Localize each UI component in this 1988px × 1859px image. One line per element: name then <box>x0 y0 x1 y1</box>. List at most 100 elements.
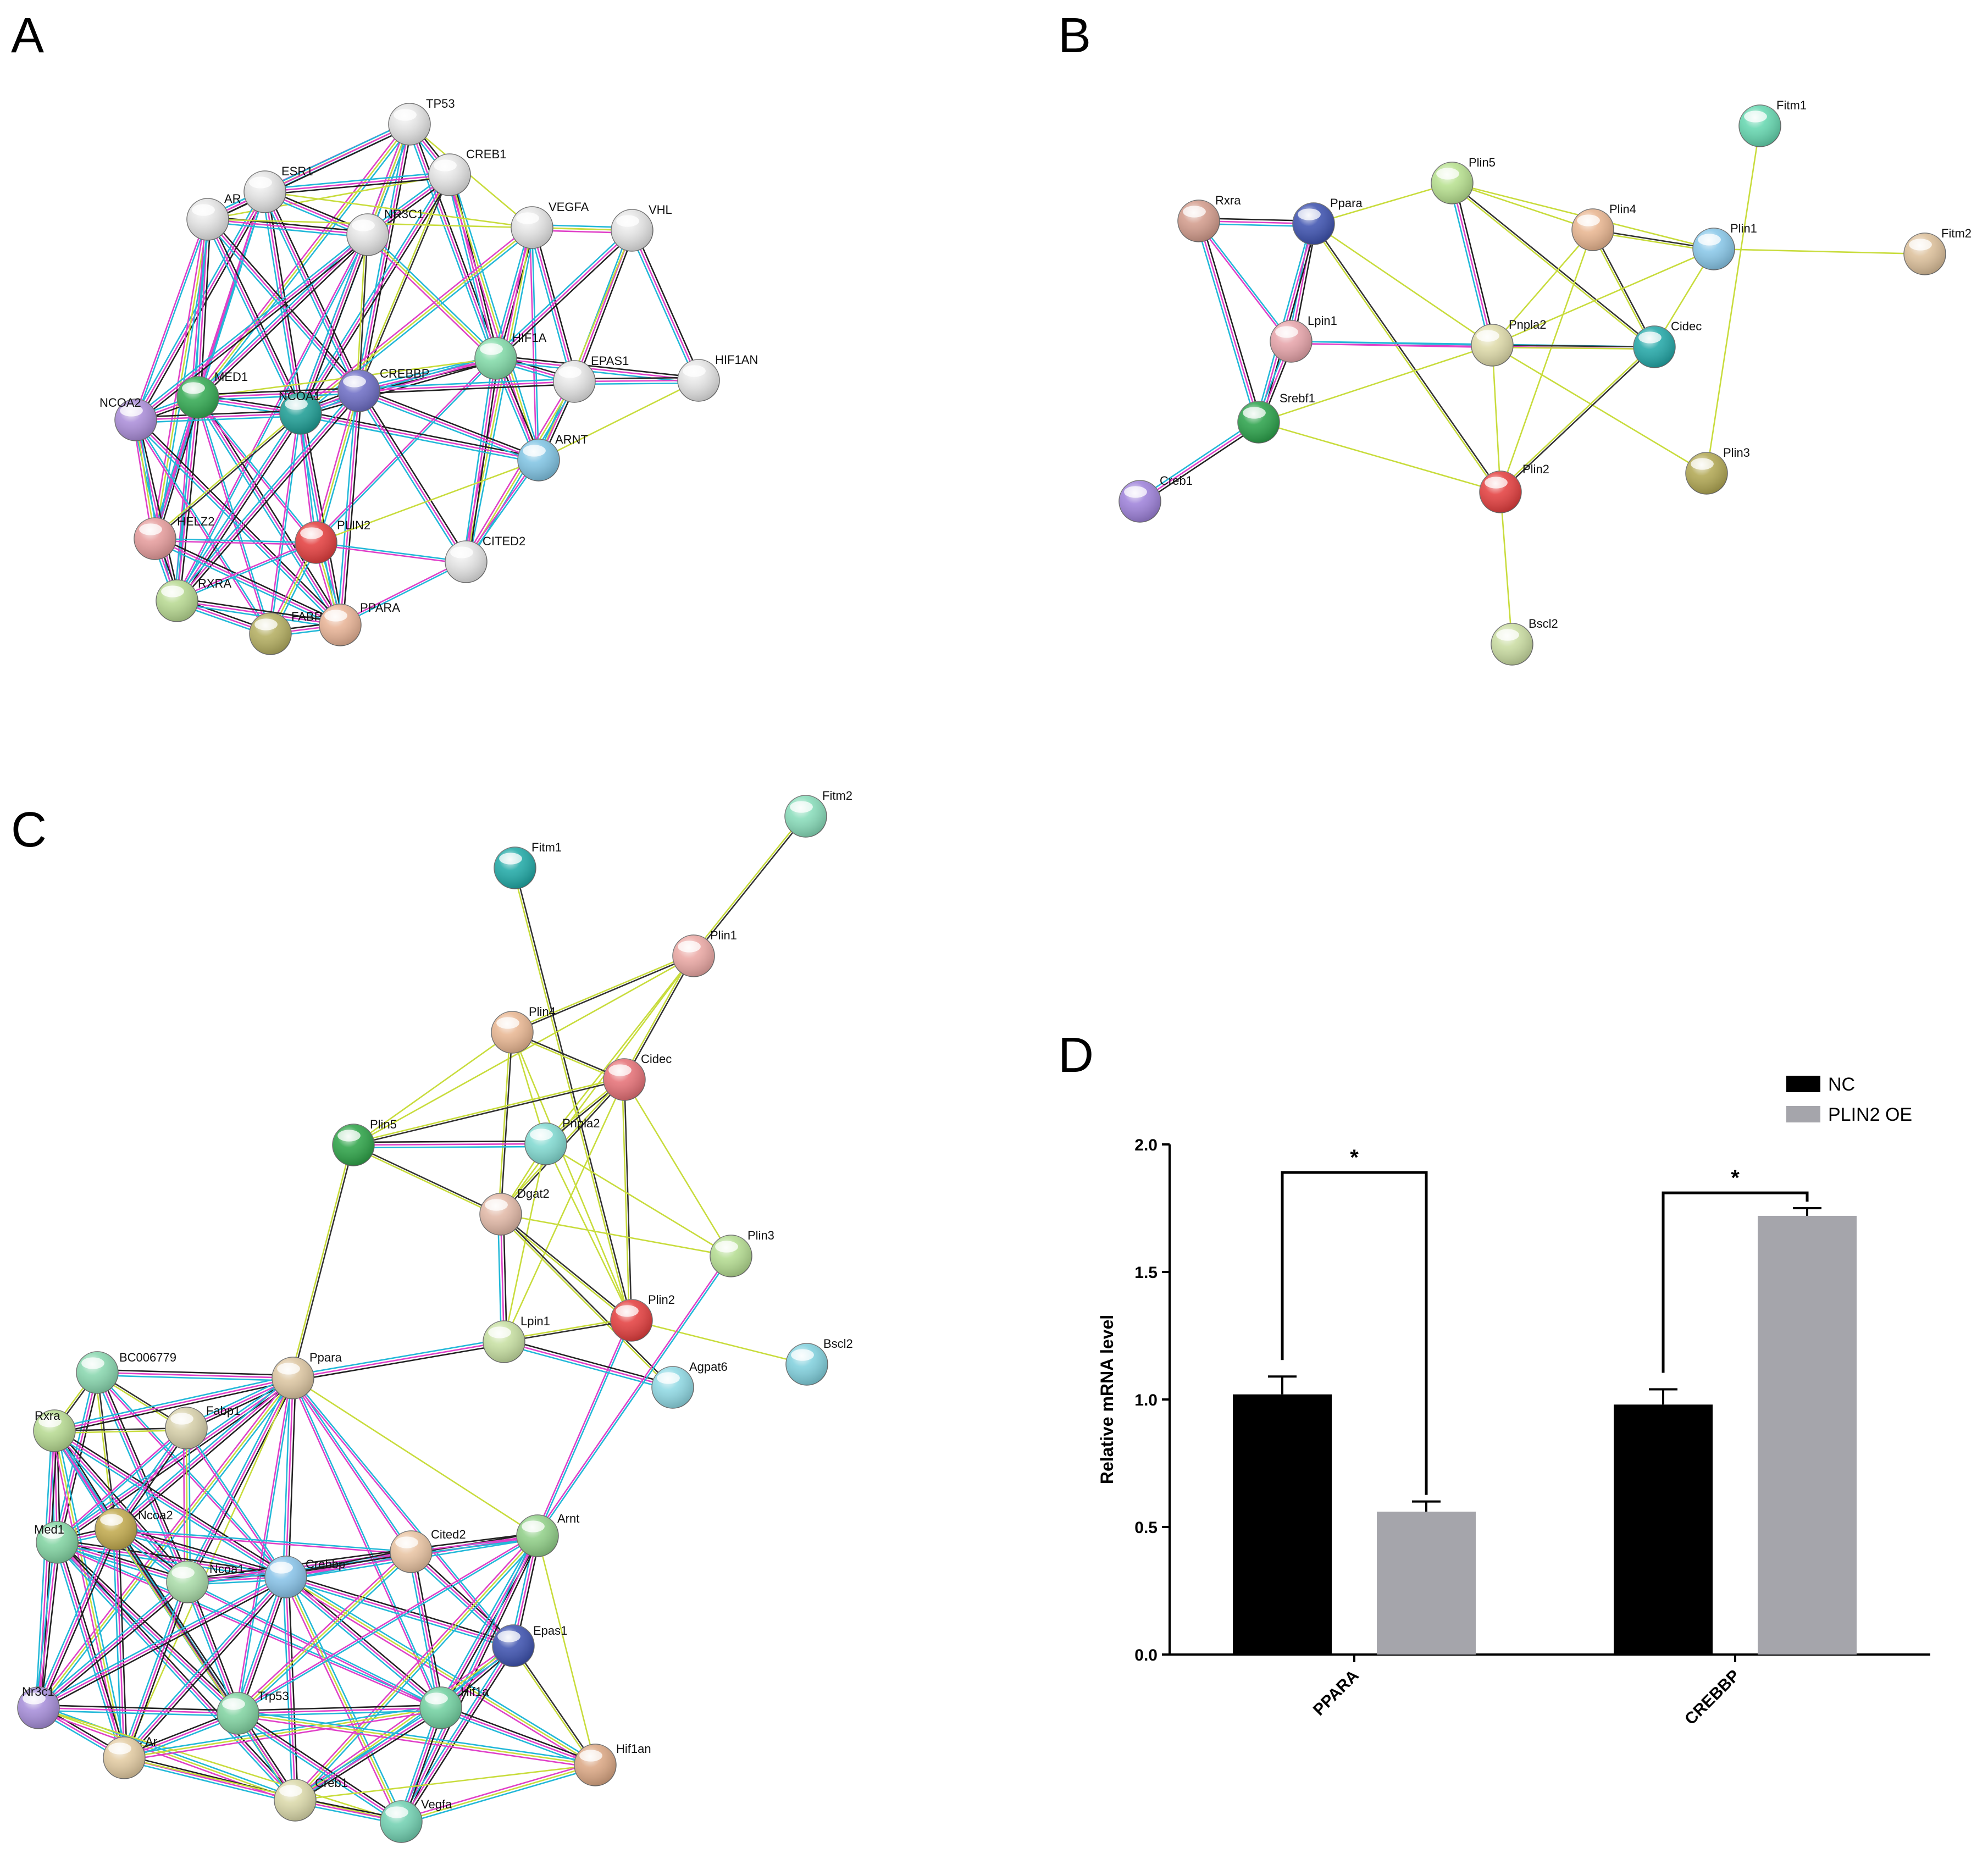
edge-hif1a-cited2 <box>462 358 500 562</box>
edge-crebbp-arnt <box>357 388 540 463</box>
edge-ppara-med1 <box>55 1375 295 1546</box>
node-fabp1: FABP1 <box>249 610 329 655</box>
node-label-vegfa: VEGFA <box>549 200 589 214</box>
y-tick-label: 1.0 <box>1134 1391 1158 1409</box>
edge-plin1-dgat2 <box>500 955 695 1215</box>
node-creb1: Creb1 <box>274 1776 348 1822</box>
edge-ncoa2-nr3c1 <box>35 1528 119 1709</box>
node-plin1: Plin1 <box>672 928 737 977</box>
node-label-srebf1: Srebf1 <box>1280 391 1315 405</box>
edge-epas1-vegfa <box>398 1644 517 1824</box>
edge-ar-ncoa2 <box>133 218 209 421</box>
node-ar: AR <box>186 192 241 241</box>
node-label-plin1: Plin1 <box>1730 222 1757 235</box>
edge-fabp1-crebbp <box>184 1428 287 1579</box>
node-label-rxra: RXRA <box>198 577 231 590</box>
node-label-bscl2: Bscl2 <box>823 1337 853 1351</box>
y-ticks: 0.00.51.01.52.0 <box>1134 1136 1170 1664</box>
node-rxra: Rxra <box>1177 193 1241 242</box>
node-label-helz2: HELZ2 <box>177 514 214 528</box>
edge-lpin1-ppara <box>292 1338 505 1382</box>
node-pnpla2: Pnpla2 <box>1471 318 1547 367</box>
node-ppara: Ppara <box>272 1351 342 1399</box>
node-label-vhl: VHL <box>649 203 672 217</box>
edge-ar-vegfa <box>124 1757 402 1823</box>
edge-nr3c1-med1 <box>195 232 370 400</box>
node-arnt: ARNT <box>517 433 588 482</box>
edge-fitm1-plin2 <box>512 867 633 1321</box>
node-label-hif1an: HIF1AN <box>715 353 758 367</box>
node-creb1: CREB1 <box>428 147 506 196</box>
edge-hif1a-creb1 <box>293 1705 443 1803</box>
node-label-arnt: Arnt <box>557 1512 579 1525</box>
node-label-bc006779: BC006779 <box>119 1351 176 1364</box>
edge-hif1a-hif1an <box>495 355 699 384</box>
bar-nc-ppara <box>1233 1394 1332 1655</box>
edge-med1-plin2 <box>195 397 317 545</box>
edge-fitm1-plin3 <box>1705 125 1761 474</box>
edge-vhl-hif1a <box>493 228 635 361</box>
edge-plin2-bscl2 <box>1499 491 1513 645</box>
edge-hif1an-vegfa <box>400 1761 596 1825</box>
edge-cidec-lpin1 <box>503 1079 625 1342</box>
edge-tp53-med1 <box>195 122 412 400</box>
node-label-crebbp: CREBBP <box>380 367 429 380</box>
edge-ppara-epas1 <box>290 1377 514 1648</box>
node-label-arnt: ARNT <box>555 433 588 446</box>
edge-ppara-cited2 <box>290 1377 412 1553</box>
edge-crebbp-vegfa <box>283 1575 405 1823</box>
edge-ppara-pnpla2 <box>1313 223 1493 346</box>
node-label-pnpla2: Pnpla2 <box>562 1116 600 1130</box>
edge-plin2-rxra <box>175 540 317 602</box>
node-lpin1: Lpin1 <box>1270 314 1337 363</box>
node-helz2: HELZ2 <box>134 514 214 560</box>
node-label-plin5: Plin5 <box>370 1117 397 1131</box>
x-tick-label: PPARA <box>1310 1667 1363 1719</box>
node-label-lpin1: Lpin1 <box>1308 314 1337 328</box>
node-label-agpat6: Agpat6 <box>689 1360 728 1374</box>
edge-epas1-crebbp <box>358 378 575 395</box>
bar-plin2-oe-ppara <box>1377 1512 1476 1655</box>
network-b-edges <box>1138 125 1925 645</box>
node-label-epas1: Epas1 <box>533 1624 567 1637</box>
edge-nr3c1-crebbp <box>356 234 369 391</box>
node-label-lpin1: Lpin1 <box>520 1314 550 1328</box>
edge-plin5-plin4 <box>1452 182 1593 231</box>
node-agpat6: Agpat6 <box>651 1360 728 1409</box>
node-cited2: Cited2 <box>390 1528 466 1573</box>
edge-cited2-hif1a <box>407 1551 445 1709</box>
node-med1: Med1 <box>34 1521 79 1564</box>
edge-ncoa2-ncoa1 <box>135 410 301 424</box>
node-label-ppara: Ppara <box>309 1351 342 1364</box>
edge-epas1-hif1an <box>511 1645 596 1767</box>
node-plin2: PLIN2 <box>295 518 370 564</box>
node-label-esr1: ESR1 <box>281 164 313 178</box>
node-epas1: Epas1 <box>492 1624 567 1667</box>
node-fitm1: Fitm1 <box>494 840 562 889</box>
node-label-vegfa: Vegfa <box>421 1797 452 1811</box>
edge-pnpla2-plin3 <box>1492 344 1707 474</box>
node-label-creb1: CREB1 <box>466 147 506 161</box>
edge-ncoa1-arnt <box>300 410 540 464</box>
node-label-plin5: Plin5 <box>1469 156 1496 169</box>
node-hif1an: Hif1an <box>574 1742 651 1786</box>
bars: ** <box>1233 1146 1857 1655</box>
edge-dgat2-agpat6 <box>499 1214 673 1390</box>
node-tp53: TP53 <box>388 97 455 146</box>
node-label-epas1: EPAS1 <box>591 354 629 368</box>
y-tick-label: 1.5 <box>1134 1264 1158 1282</box>
edge-ncoa2-fabp1 <box>133 419 272 635</box>
edge-rxra-lpin1 <box>1196 220 1292 344</box>
edge-ncoa1-nr3c1 <box>36 1579 190 1711</box>
node-ncoa1: NCOA1 <box>279 389 322 435</box>
edge-arnt-plin2 <box>315 459 539 544</box>
edge-ncoa2-ar <box>112 1529 128 1758</box>
node-nr3c1: Nr3c1 <box>17 1685 60 1729</box>
edge-ppara-crebbp <box>282 1377 297 1578</box>
node-bscl2: Bscl2 <box>1491 617 1558 666</box>
edge-vhl-arnt <box>538 230 633 461</box>
edge-plin5-pnpla2 <box>1448 182 1496 346</box>
edge-creb1-ar <box>207 174 450 220</box>
